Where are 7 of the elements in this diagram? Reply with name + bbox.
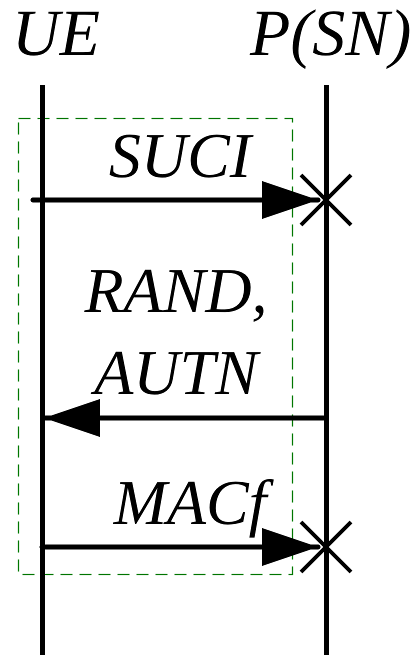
message-label: RAND, AUTN: [83, 254, 269, 410]
message-label: MACf: [104, 462, 276, 558]
message-label: SUCI: [108, 119, 254, 193]
arrow: [30, 181, 320, 219]
participant-label: P(SN): [250, 1, 412, 67]
arrow: [40, 528, 320, 566]
participant-label: UE: [12, 1, 100, 67]
